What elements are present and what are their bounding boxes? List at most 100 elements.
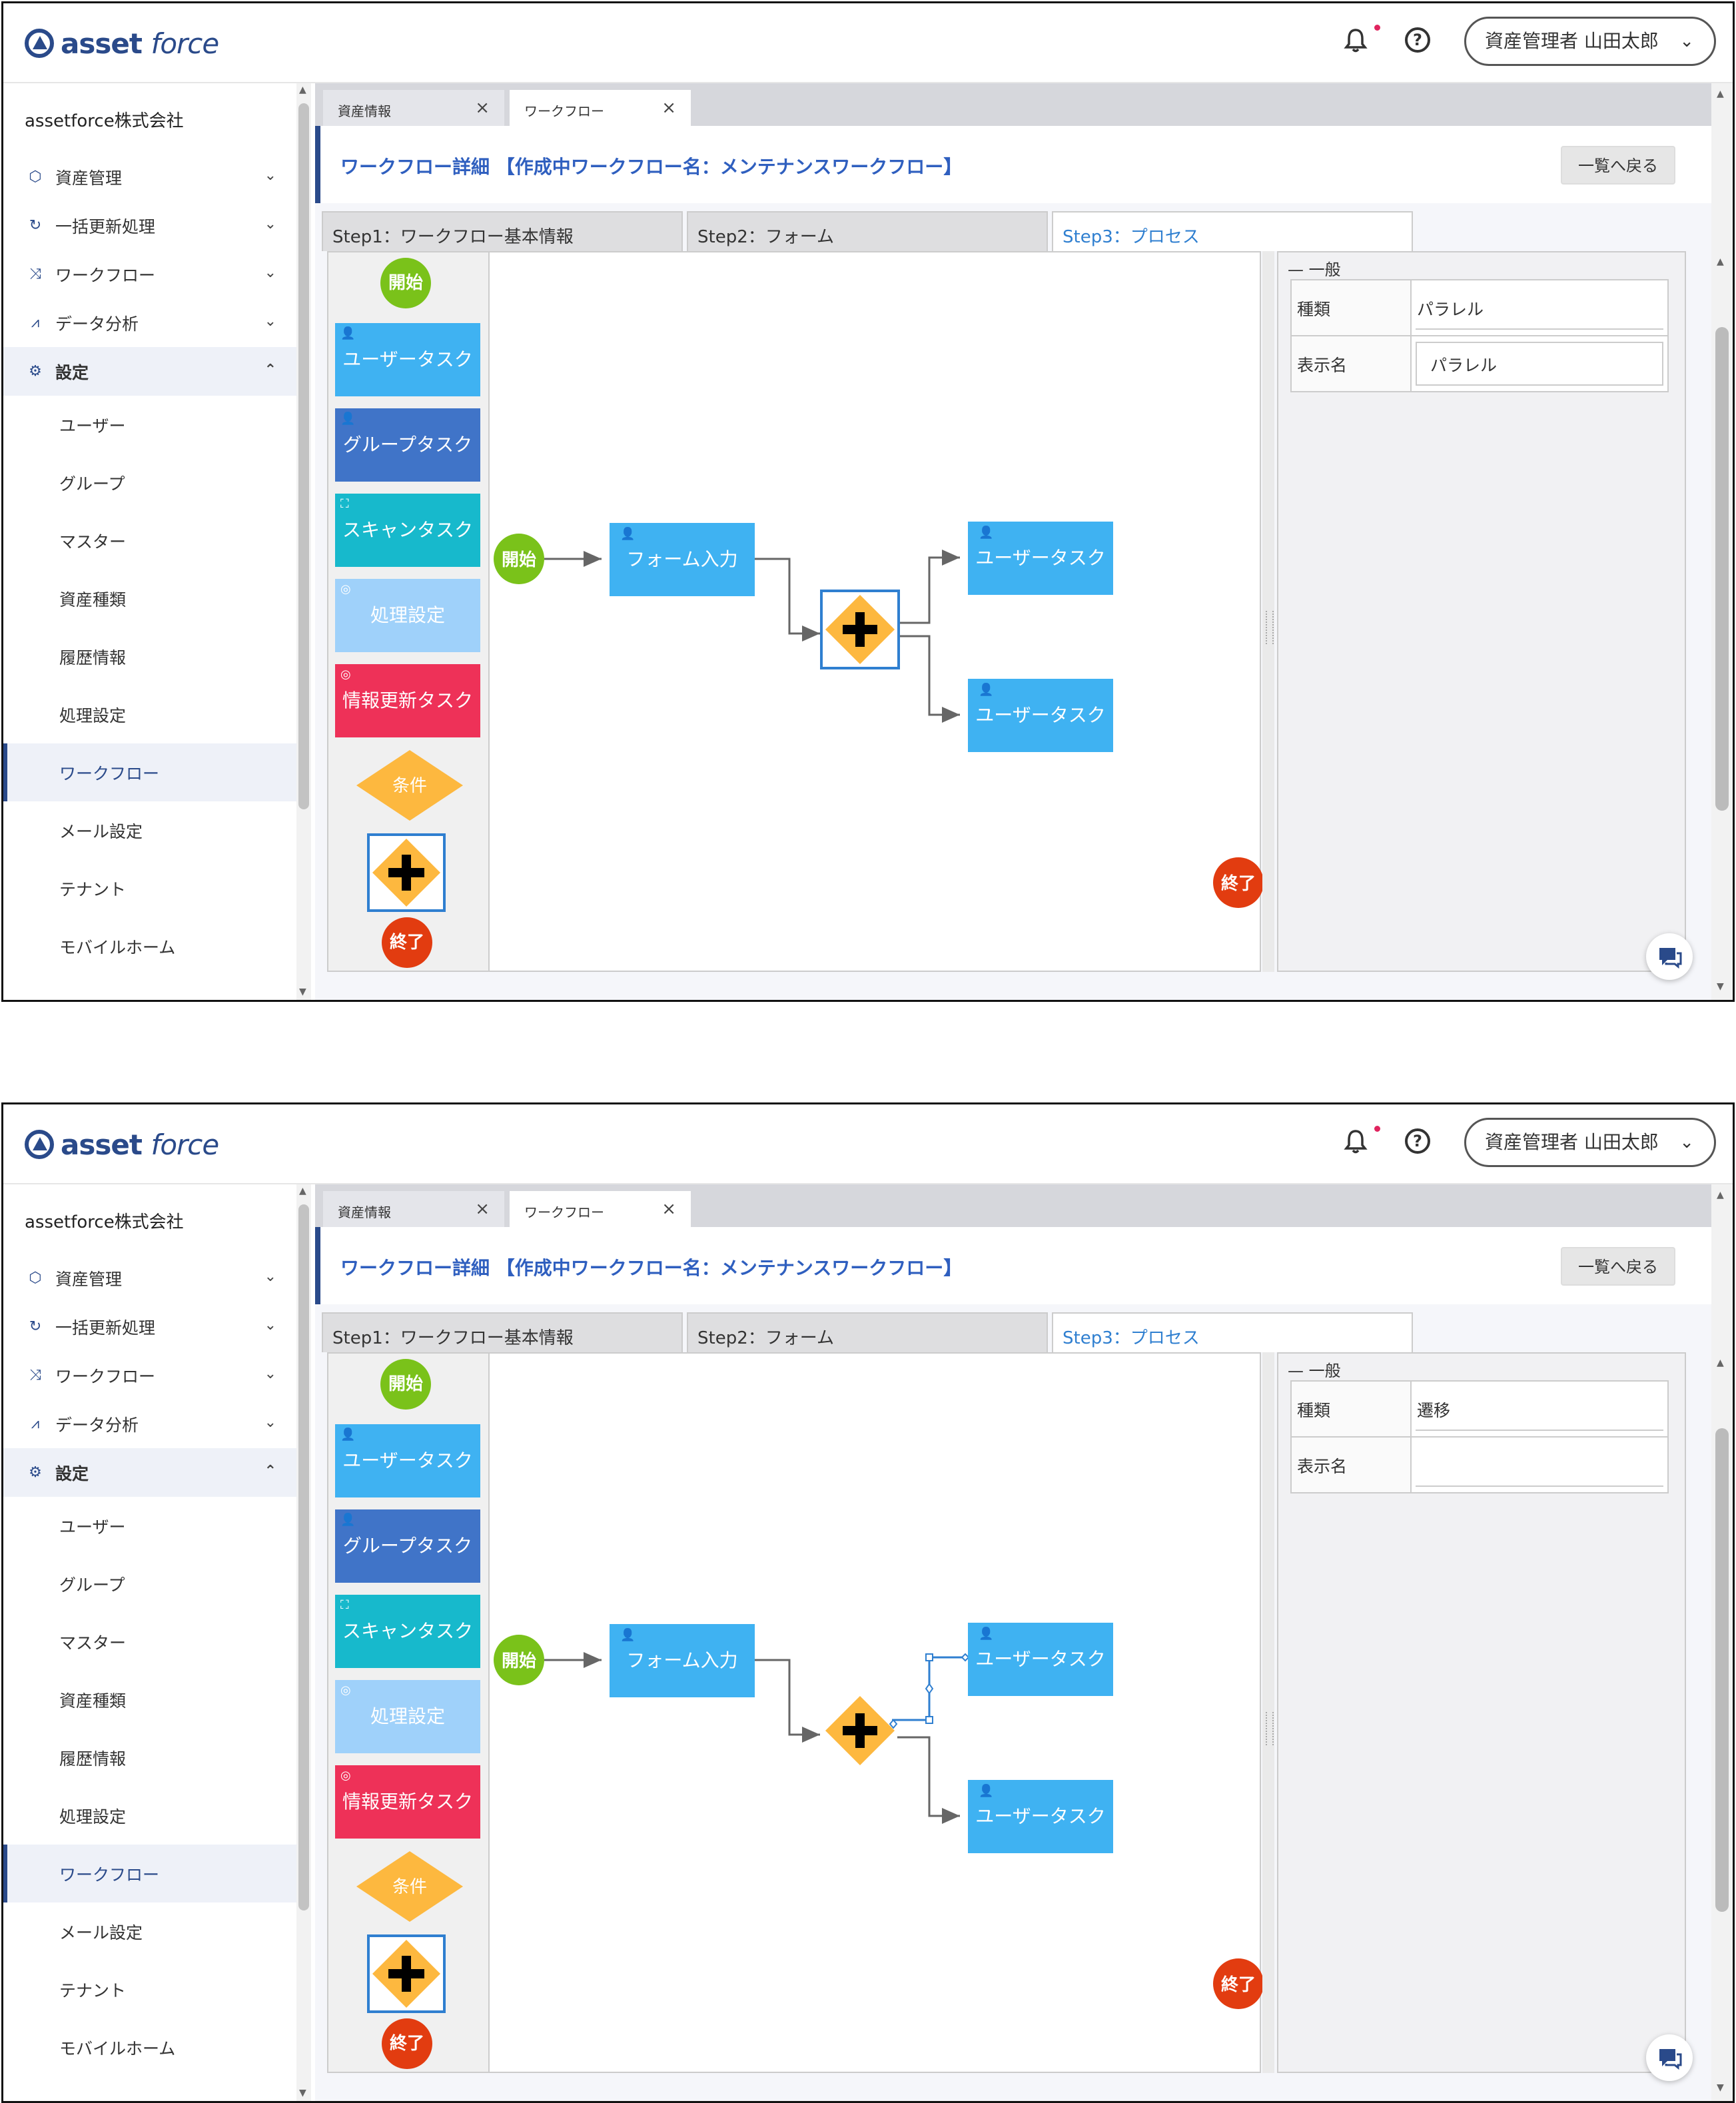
close-icon[interactable]: × (661, 98, 676, 118)
sidebar-item-data-analysis[interactable]: ⩘データ分析⌄ (3, 1400, 296, 1448)
parallel-gateway-node[interactable] (825, 1696, 895, 1765)
palette-start-node[interactable]: 開始 (380, 1359, 431, 1410)
selected-flow-edge[interactable] (889, 1653, 970, 1729)
sidebar-subitem-master[interactable]: マスター (59, 1633, 127, 1653)
palette-condition-node[interactable]: 条件 (355, 1850, 464, 1923)
palette-end-node[interactable]: 終了 (382, 2018, 432, 2069)
sidebar-subitem-history[interactable]: 履歴情報 (59, 1749, 127, 1769)
sidebar-item-workflow[interactable]: ⤨ワークフロー⌄ (3, 1351, 296, 1400)
palette-user-task[interactable]: 👤ユーザータスク (335, 1424, 480, 1497)
user-menu-button[interactable]: 資産管理者 山田太郎⌄ (1464, 1118, 1716, 1167)
tab-asset-info[interactable]: 資産情報× (323, 90, 504, 126)
sidebar-subitem-mail-settings[interactable]: メール設定 (59, 1922, 143, 1942)
palette-process-setting[interactable]: ◎処理設定 (335, 1680, 480, 1753)
palette-condition-node[interactable]: 条件 (355, 749, 464, 822)
sidebar-subitem-users[interactable]: ユーザー (59, 416, 126, 436)
sidebar-subitem-mail-settings[interactable]: メール設定 (59, 821, 143, 841)
sidebar-item-settings[interactable]: ⚙設定⌃ (3, 347, 296, 396)
sidebar-subitem-process-settings[interactable]: 処理設定 (59, 705, 127, 725)
sidebar-subitem-groups[interactable]: グループ (59, 1575, 125, 1595)
step-tab-2[interactable]: Step2：フォーム (687, 211, 1048, 251)
sidebar-subitem-asset-types[interactable]: 資産種類 (59, 590, 127, 610)
palette-parallel-gateway[interactable] (367, 833, 446, 912)
form-input-node[interactable]: 👤フォーム入力 (610, 1624, 755, 1697)
bell-icon[interactable] (1342, 1128, 1369, 1155)
sidebar-item-data-analysis[interactable]: ⩘データ分析⌄ (3, 298, 296, 347)
sidebar-subitem-groups[interactable]: グループ (59, 474, 125, 494)
logo[interactable]: asset force (25, 1126, 219, 1163)
step-tab-2[interactable]: Step2：フォーム (687, 1312, 1048, 1352)
bell-icon[interactable] (1342, 27, 1369, 54)
sidebar-scrollbar[interactable]: ▲▼ (296, 83, 311, 1000)
sidebar-subitem-tenant[interactable]: テナント (59, 1980, 127, 2000)
user-task-node[interactable]: 👤ユーザータスク (968, 1780, 1113, 1853)
flow-edge[interactable] (755, 1659, 820, 1743)
close-icon[interactable]: × (475, 98, 490, 118)
panel-splitter[interactable] (1262, 251, 1274, 972)
chat-button[interactable] (1646, 2034, 1693, 2081)
scroll-up-icon[interactable]: ▲ (1717, 89, 1724, 99)
main-scrollbar[interactable]: ▲▲▼ (1711, 1184, 1733, 2101)
close-icon[interactable]: × (661, 1199, 676, 1219)
flow-edge[interactable] (755, 558, 820, 641)
sidebar-item-bulk-update[interactable]: ↻一括更新処理⌄ (3, 1302, 296, 1351)
sidebar-subitem-users[interactable]: ユーザー (59, 1517, 126, 1537)
scroll-up-icon[interactable]: ▲ (299, 1186, 306, 1196)
scrollbar-thumb[interactable] (1715, 1428, 1729, 1912)
user-task-node[interactable]: 👤ユーザータスク (968, 522, 1113, 595)
start-node[interactable]: 開始 (494, 1635, 544, 1685)
help-icon[interactable]: ? (1405, 1128, 1430, 1154)
tab-workflow[interactable]: ワークフロー× (510, 1191, 691, 1227)
sidebar-scrollbar[interactable]: ▲▼ (296, 1184, 311, 2101)
sidebar-subitem-master[interactable]: マスター (59, 532, 127, 552)
back-to-list-button[interactable]: 一覧へ戻る (1561, 146, 1675, 185)
scroll-down-icon[interactable]: ▼ (299, 987, 306, 997)
sidebar-subitem-asset-types[interactable]: 資産種類 (59, 1691, 127, 1711)
tab-workflow[interactable]: ワークフロー× (510, 90, 691, 126)
step-tab-1[interactable]: Step1：ワークフロー基本情報 (322, 1312, 683, 1352)
scroll-up-icon[interactable]: ▲ (299, 85, 306, 95)
palette-scan-task[interactable]: ⛶スキャンタスク (335, 494, 480, 567)
display-name-input[interactable]: パラレル (1416, 342, 1663, 386)
scroll-up-icon[interactable]: ▲ (1717, 1190, 1724, 1200)
help-icon[interactable]: ? (1405, 27, 1430, 53)
sidebar-subitem-history[interactable]: 履歴情報 (59, 647, 127, 667)
palette-group-task[interactable]: 👤グループタスク (335, 408, 480, 482)
tab-asset-info[interactable]: 資産情報× (323, 1191, 504, 1227)
scroll-down-icon[interactable]: ▼ (1717, 2082, 1724, 2093)
flow-edge[interactable] (897, 1736, 960, 1824)
scroll-down-icon[interactable]: ▼ (299, 2088, 306, 2098)
sidebar-subitem-process-settings[interactable]: 処理設定 (59, 1807, 127, 1827)
palette-start-node[interactable]: 開始 (380, 258, 431, 308)
palette-info-update-task[interactable]: ◎情報更新タスク (335, 664, 480, 737)
palette-parallel-gateway[interactable] (367, 1934, 446, 2013)
display-name-input[interactable] (1412, 1438, 1667, 1492)
scrollbar-thumb[interactable] (298, 1204, 309, 1910)
start-node[interactable]: 開始 (494, 534, 544, 584)
scroll-down-icon[interactable]: ▼ (1717, 981, 1724, 992)
sidebar-subitem-tenant[interactable]: テナント (59, 879, 127, 899)
sidebar-item-asset-management[interactable]: ⬡資産管理⌄ (3, 153, 296, 201)
user-task-node[interactable]: 👤ユーザータスク (968, 679, 1113, 752)
panel-splitter[interactable] (1262, 1352, 1274, 2073)
sidebar-subitem-workflow[interactable]: ワークフロー (3, 743, 296, 801)
sidebar-item-workflow[interactable]: ⤨ワークフロー⌄ (3, 250, 296, 298)
step-tab-1[interactable]: Step1：ワークフロー基本情報 (322, 211, 683, 251)
scroll-up-icon[interactable]: ▲ (1717, 256, 1724, 267)
main-scrollbar[interactable]: ▲ ▲ ▼ (1711, 83, 1733, 1000)
step-tab-3[interactable]: Step3：プロセス (1052, 211, 1413, 251)
flow-edge[interactable] (897, 635, 960, 723)
sidebar-subitem-mobile-home[interactable]: モバイルホーム (59, 937, 176, 957)
logo[interactable]: asset force (25, 25, 219, 62)
palette-scan-task[interactable]: ⛶スキャンタスク (335, 1595, 480, 1668)
user-menu-button[interactable]: 資産管理者 山田太郎⌄ (1464, 17, 1716, 66)
palette-process-setting[interactable]: ◎処理設定 (335, 579, 480, 652)
sidebar-item-asset-management[interactable]: ⬡資産管理⌄ (3, 1254, 296, 1302)
user-task-node[interactable]: 👤ユーザータスク (968, 1623, 1113, 1696)
workflow-canvas[interactable]: 開始 👤フォーム入力 👤ユーザータスク 👤ユーザータスク 終了 (490, 252, 1262, 971)
end-node[interactable]: 終了 (1213, 1958, 1262, 2009)
palette-info-update-task[interactable]: ◎情報更新タスク (335, 1765, 480, 1839)
sidebar-item-bulk-update[interactable]: ↻一括更新処理⌄ (3, 201, 296, 250)
scrollbar-thumb[interactable] (1715, 327, 1729, 811)
step-tab-3[interactable]: Step3：プロセス (1052, 1312, 1413, 1352)
